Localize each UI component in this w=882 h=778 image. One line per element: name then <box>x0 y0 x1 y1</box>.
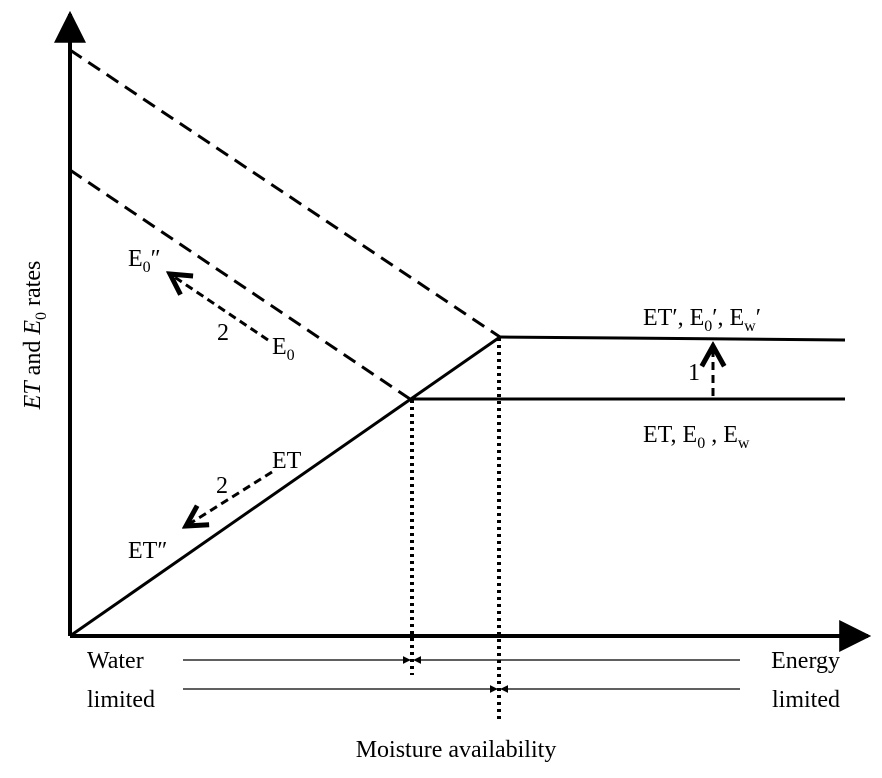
label-shifted: ET′, E0′, Ew′ <box>643 305 761 335</box>
region-water-line2: limited <box>87 687 155 713</box>
region-energy-line2: limited <box>772 687 840 713</box>
label-arrow-2-lower: 2 <box>216 473 228 499</box>
label-e0: E0 <box>272 334 295 364</box>
shifted-plateau <box>499 335 846 342</box>
label-et: ET <box>272 448 302 474</box>
y-axis-label: ET and E0 rates <box>20 261 50 411</box>
e0-dashed-lower <box>69 168 411 401</box>
e0-dashed-upper <box>69 48 501 339</box>
label-e0-double-prime: E0″ <box>128 246 161 276</box>
region-water-line1: Water <box>87 648 144 674</box>
label-et-double-prime: ET″ <box>128 538 167 564</box>
label-arrow-2-upper: 2 <box>217 320 229 346</box>
label-baseline: ET, E0 , Ew <box>643 422 750 452</box>
region-energy-line1: Energy <box>771 648 840 674</box>
x-axis-label: Moisture availability <box>356 737 557 763</box>
arrow-2-upper <box>170 274 269 342</box>
et-rising-line <box>69 335 501 638</box>
arrow-2-lower <box>186 470 273 526</box>
label-arrow-1: 1 <box>688 360 700 386</box>
